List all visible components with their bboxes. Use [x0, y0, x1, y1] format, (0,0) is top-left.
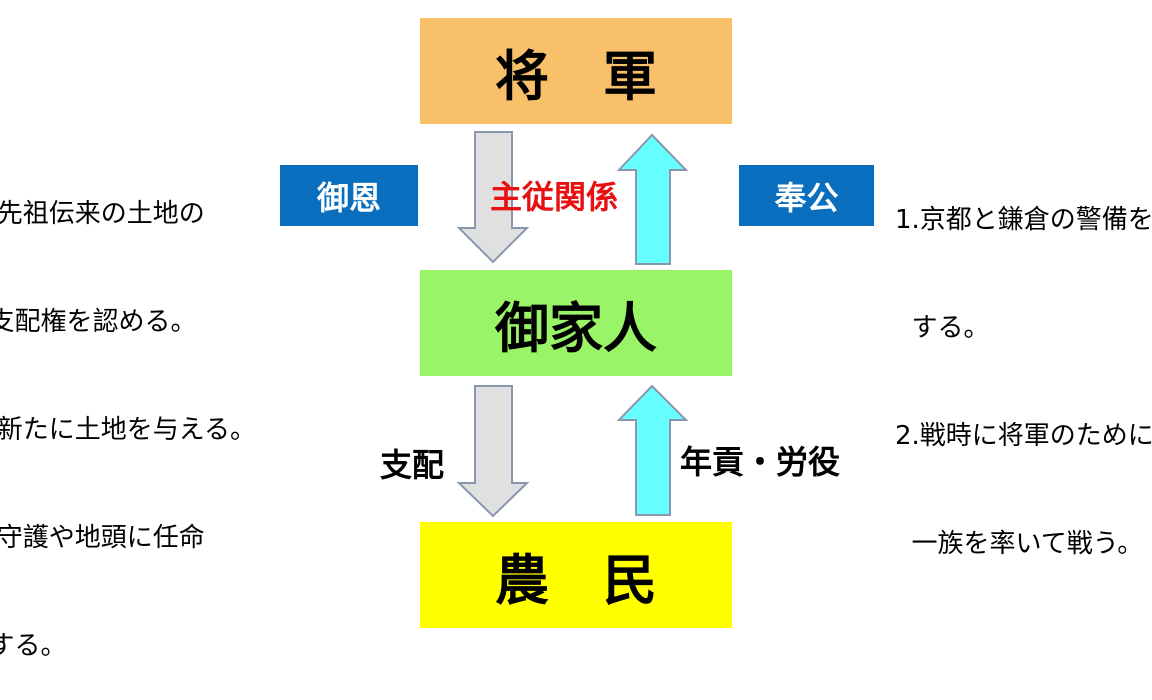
arrows-layer — [456, 131, 689, 518]
hoko-list-line: 1.京都と鎌倉の警備を — [895, 205, 1152, 235]
hoko-list-line: する。 — [895, 313, 990, 343]
hoko-list-line: 2.戦時に将軍のために — [895, 421, 1152, 451]
goon-list: 1.先祖伝来の土地の 支配権を認める。 2.新たに土地を与える。 3.守護や地頭… — [0, 124, 256, 700]
hoko-list: 1.京都と鎌倉の警備を する。 2.戦時に将軍のために 一族を率いて戦う。 — [895, 130, 1152, 598]
up-arrow-nengu — [616, 384, 689, 516]
relation-label: 主従関係 — [490, 178, 619, 216]
gokenin-label: 御家人 — [495, 296, 657, 360]
rule-label: 支配 — [380, 446, 445, 484]
down-arrow-shihai — [456, 385, 530, 518]
goon-list-line: 3.守護や地頭に任命 — [0, 523, 205, 553]
hoko-tag: 奉公 — [739, 165, 874, 226]
goon-list-line: 2.新たに土地を与える。 — [0, 415, 257, 445]
nomin-box: 農 民 — [420, 522, 732, 628]
hoko-list-line: 一族を率いて戦う。 — [895, 529, 1144, 559]
hoko-label: 奉公 — [774, 178, 839, 217]
down-arrow-goon — [456, 131, 530, 264]
goon-list-line: する。 — [0, 631, 67, 661]
nomin-label: 農 民 — [495, 548, 657, 612]
goon-tag: 御恩 — [280, 165, 418, 226]
tribute-label: 年貢・労役 — [680, 443, 841, 481]
goon-list-line: 1.先祖伝来の土地の — [0, 199, 205, 229]
goon-list-line: 支配権を認める。 — [0, 307, 197, 337]
goon-label: 御恩 — [316, 178, 381, 217]
shogun-label: 将 軍 — [495, 44, 657, 108]
shogun-box: 将 軍 — [420, 18, 732, 124]
up-arrow-hoko — [616, 133, 689, 265]
gokenin-box: 御家人 — [420, 270, 732, 376]
